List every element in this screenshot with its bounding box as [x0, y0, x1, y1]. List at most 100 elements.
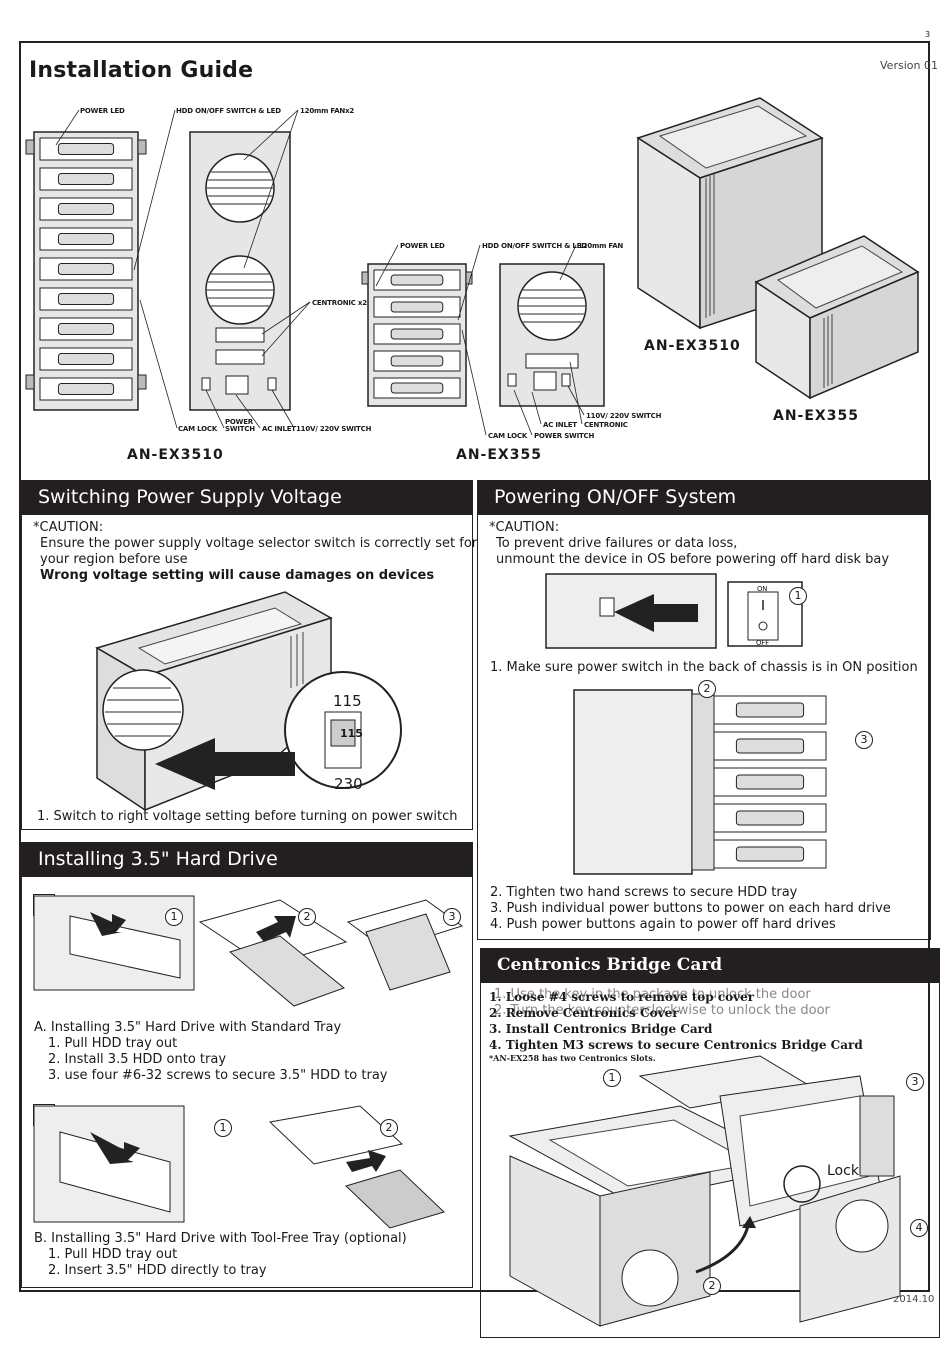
centronics-note: *AN-EX258 has two Centronics Slots. — [489, 1053, 656, 1063]
ex355-back-illustration — [499, 263, 605, 407]
tray-connector — [57, 383, 115, 395]
model-ex3510: AN-EX3510 — [127, 447, 224, 463]
label-hdd-switch-b: HDD ON/OFF SWITCH & LED — [482, 242, 587, 250]
label-power-switch-1: POWER — [225, 418, 253, 426]
centronics-marker-1: 1 — [603, 1069, 621, 1087]
page-number: 3 — [925, 30, 931, 39]
voltage-step1: 1. Switch to right voltage setting befor… — [37, 809, 458, 824]
centronics-section-header: Centronics Bridge Card — [481, 949, 939, 983]
tray-connector — [735, 774, 805, 790]
centronics-step3: 3. Install Centronics Bridge Card — [489, 1022, 713, 1036]
centronics-illustration — [508, 1055, 901, 1327]
tray-illustration — [573, 689, 827, 875]
switch-on-label: ON — [757, 585, 768, 593]
centronics-step4: 4. Tighten M3 screws to secure Centronic… — [489, 1038, 863, 1052]
hdd-b-marker-2: 2 — [380, 1119, 398, 1137]
powering-caution: *CAUTION: — [489, 520, 560, 535]
hdd-a-marker-1: 1 — [165, 908, 183, 926]
power-step-marker-2: 2 — [698, 680, 716, 698]
hdd-section-header: Installing 3.5" Hard Drive — [22, 843, 472, 877]
tray-connector — [735, 810, 805, 826]
power-switch-illustration — [545, 573, 803, 649]
powering-line2: unmount the device in OS before powering… — [496, 552, 890, 567]
voltage-line1: Ensure the power supply voltage selector… — [40, 536, 478, 551]
tray-connector — [390, 355, 444, 367]
hdd-b-step1: 1. Pull HDD tray out — [48, 1247, 178, 1262]
tray-connector — [390, 328, 444, 340]
tray-slot — [713, 731, 827, 761]
label-ac-inlet: AC INLET — [262, 425, 296, 433]
tray-connector — [390, 274, 444, 286]
page-title: Installation Guide — [29, 58, 254, 83]
model-ex355-iso: AN-EX355 — [773, 408, 859, 424]
label-ac-inlet-b: AC INLET — [543, 421, 577, 429]
label-hdd-switch: HDD ON/OFF SWITCH & LED — [176, 107, 281, 115]
label-centronic-b: CENTRONIC — [584, 421, 628, 429]
label-power-switch-2: SWITCH — [225, 425, 255, 433]
tray-connector — [57, 263, 115, 275]
powering-section-header: Powering ON/OFF System — [478, 481, 930, 515]
label-fan-x2: 120mm FANx2 — [300, 107, 355, 115]
label-power-led: POWER LED — [80, 107, 125, 115]
leader-lines — [55, 109, 585, 436]
centronics-marker-2: 2 — [703, 1277, 721, 1295]
label-voltage-switch: 110V/ 220V SWITCH — [296, 425, 372, 433]
label-cam-lock: CAM LOCK — [178, 425, 218, 433]
tray-connector — [57, 143, 115, 155]
centronics-marker-4: 4 — [910, 1219, 928, 1237]
voltage-illustration — [95, 591, 402, 812]
tray-connector — [57, 353, 115, 365]
tray-connector — [735, 702, 805, 718]
date-label: 2014.10 — [893, 1294, 935, 1305]
page-frame — [19, 41, 930, 1292]
label-fan-b: 120mm FAN — [578, 242, 624, 250]
powering-step1: 1. Make sure power switch in the back of… — [490, 660, 918, 675]
label-power-switch-b: POWER SWITCH — [534, 432, 595, 440]
ex355-iso-illustration — [754, 235, 920, 400]
voltage-section: Switching Power Supply Voltage — [21, 480, 473, 830]
ex3510-back-illustration — [189, 131, 291, 411]
hdd-b-step2: 2. Insert 3.5" HDD directly to tray — [48, 1263, 267, 1278]
hdd-a-illustration — [33, 895, 464, 1007]
hdd-b-illustration — [33, 1105, 445, 1229]
label-power-led-b: POWER LED — [400, 242, 445, 250]
ex3510-iso-illustration — [636, 97, 824, 330]
powering-step4: 4. Push power buttons again to power off… — [490, 917, 836, 932]
tray-connector — [57, 233, 115, 245]
voltage-line2: your region before use — [40, 552, 188, 567]
hdd-a-step2: 2. Install 3.5 HDD onto tray — [48, 1052, 227, 1067]
centronics-section: Centronics Bridge Card — [480, 948, 940, 1338]
selector-bottom-value: 230 — [334, 775, 363, 793]
centronics-ghost-line2: 2. Turn the key counterclockwise to unlo… — [494, 1003, 830, 1018]
tray-connector — [735, 738, 805, 754]
hdd-a-title: A. Installing 3.5" Hard Drive with Stand… — [34, 1020, 342, 1035]
centronics-marker-3: 3 — [906, 1073, 924, 1091]
tray-connector — [735, 846, 805, 862]
hdd-a-step1: 1. Pull HDD tray out — [48, 1036, 178, 1051]
hdd-a-step3: 3. use four #6-32 screws to secure 3.5" … — [48, 1068, 388, 1083]
tray-connector — [390, 301, 444, 313]
centronics-step1: 1. Loose #4 screws to remove top cover — [489, 990, 755, 1004]
powering-section: Powering ON/OFF System — [477, 480, 931, 940]
switch-off-label: OFF — [756, 639, 769, 647]
label-voltage-switch-b: 110V/ 220V SWITCH — [586, 412, 662, 420]
centronics-step2: 2. Remove Centronics Cover — [489, 1006, 679, 1020]
tray-connector — [57, 173, 115, 185]
selector-mid-value: 115 — [340, 727, 363, 740]
hdd-a-marker-3: 3 — [443, 908, 461, 926]
hdd-b-marker-1: 1 — [214, 1119, 232, 1137]
lock-label: Lock — [827, 1163, 859, 1179]
label-centronic-x2: CENTRONIC x2 — [312, 299, 367, 307]
hdd-b-title: B. Installing 3.5" Hard Drive with Tool-… — [34, 1231, 407, 1246]
hdd-section: Installing 3.5" Hard Drive — [21, 842, 473, 1288]
tray-connector — [57, 323, 115, 335]
ex3510-front-illustration — [25, 131, 147, 411]
powering-step2: 2. Tighten two hand screws to secure HDD… — [490, 885, 798, 900]
hdd-a-marker-2: 2 — [298, 908, 316, 926]
voltage-section-header: Switching Power Supply Voltage — [22, 481, 472, 515]
tray-connector — [57, 203, 115, 215]
tray-connector — [57, 293, 115, 305]
voltage-caution: *CAUTION: — [33, 520, 104, 535]
tray-connector — [390, 382, 444, 394]
model-ex355: AN-EX355 — [456, 447, 542, 463]
